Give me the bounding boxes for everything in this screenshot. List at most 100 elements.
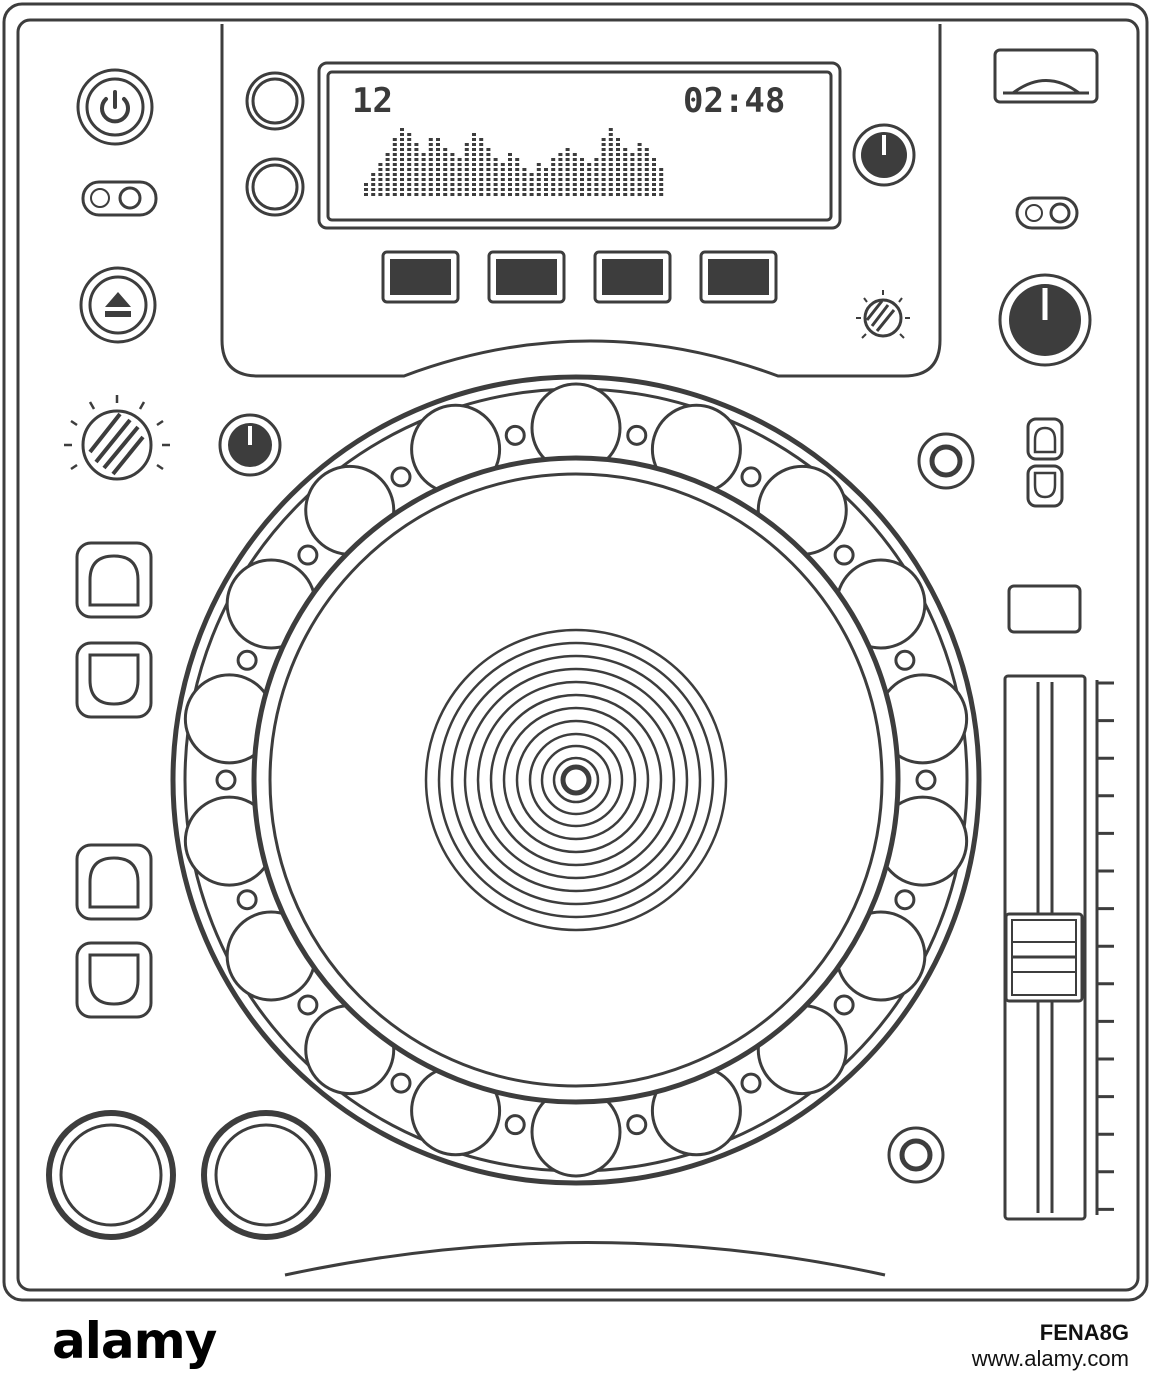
level-meter-segment <box>428 178 433 181</box>
level-meter-segment <box>601 178 606 181</box>
level-meter-segment <box>464 193 469 196</box>
level-meter-segment <box>493 178 498 181</box>
jog-dot <box>626 424 648 446</box>
level-meter-segment <box>486 173 491 176</box>
level-meter-segment <box>601 163 606 166</box>
level-meter-segment <box>565 168 570 171</box>
level-meter-segment <box>428 153 433 156</box>
level-meter-segment <box>522 183 527 186</box>
level-meter-segment <box>486 158 491 161</box>
level-meter-segment <box>623 163 628 166</box>
level-meter-segment <box>608 128 613 131</box>
tempo-range-knob[interactable] <box>998 273 1092 367</box>
level-meter-segment <box>450 168 455 171</box>
level-meter-segment <box>479 138 484 141</box>
player-body-outer <box>2 2 1149 1302</box>
small-button-down[interactable] <box>1026 464 1064 508</box>
level-meter-segment <box>479 158 484 161</box>
level-meter-segment <box>486 168 491 171</box>
level-meter-segment <box>436 188 440 191</box>
jog-adjust-knob[interactable] <box>218 413 282 477</box>
play-button-up[interactable] <box>75 843 153 921</box>
level-meter-segment <box>378 183 383 186</box>
play-button-down[interactable] <box>75 941 153 1019</box>
level-meter-segment <box>565 148 570 151</box>
jog-wheel[interactable] <box>170 374 982 1186</box>
level-meter-segment <box>637 168 642 171</box>
level-meter-segment <box>572 183 577 186</box>
level-meter-segment <box>565 173 570 176</box>
level-meter-segment <box>450 178 455 181</box>
level-meter-segment <box>400 128 404 131</box>
level-meter-segment <box>630 158 635 161</box>
player-body-inner <box>16 18 1140 1292</box>
level-meter-segment <box>587 163 592 166</box>
level-meter-segment <box>536 188 541 191</box>
level-meter-segment <box>500 193 505 196</box>
right-small-buttons <box>1026 417 1064 508</box>
eject-button[interactable] <box>79 266 157 344</box>
level-meter-segment <box>580 158 584 161</box>
level-meter-segment <box>508 173 512 176</box>
level-meter-segment <box>601 173 606 176</box>
level-meter-segment <box>587 183 592 186</box>
level-meter-segment <box>400 148 404 151</box>
cue-button-up[interactable] <box>75 541 153 619</box>
level-meter-segment <box>608 138 613 141</box>
big-round-button-left[interactable] <box>46 1110 176 1240</box>
level-meter-segment <box>544 183 548 186</box>
level-meter-segment <box>515 163 520 166</box>
small-button-up[interactable] <box>1026 417 1064 461</box>
level-meter-segment <box>364 193 368 196</box>
level-meter-segment <box>378 168 383 171</box>
level-meter-segment <box>608 148 613 151</box>
level-meter-segment <box>392 178 397 181</box>
level-meter-segment <box>536 168 541 171</box>
jog-center-ring <box>502 706 650 854</box>
left-toggle-switch[interactable] <box>81 180 158 217</box>
tempo-reset-button[interactable] <box>1007 584 1082 634</box>
cue-button-down[interactable] <box>75 641 153 719</box>
level-meter-segment <box>522 168 527 171</box>
level-meter-segment <box>580 168 584 171</box>
jog-center-rings <box>424 628 728 932</box>
jog-spindle <box>560 764 592 796</box>
level-meter-segment <box>558 178 563 181</box>
lcd-side-button-top[interactable] <box>245 71 305 131</box>
right-jack-bottom[interactable] <box>887 1126 945 1184</box>
display-panel <box>220 24 942 378</box>
level-meter-segment <box>580 188 584 191</box>
level-meter-segment <box>472 193 476 196</box>
level-meter-segment <box>479 183 484 186</box>
level-meter-segment <box>623 183 628 186</box>
level-meter-segment <box>544 173 548 176</box>
level-meter-segment <box>630 173 635 176</box>
level-meter-segment <box>400 133 404 136</box>
level-meter-segment <box>630 183 635 186</box>
level-meter-segment <box>450 163 455 166</box>
right-jack-top[interactable] <box>917 432 975 490</box>
level-meter-segment <box>479 163 484 166</box>
level-meter-segment <box>572 178 577 181</box>
pitch-fader-handle[interactable] <box>1004 912 1084 1003</box>
hatched-trim-knob-left[interactable] <box>64 395 170 481</box>
hatched-trim-knob-small[interactable] <box>856 290 910 339</box>
lcd-side-button-bottom[interactable] <box>245 157 305 217</box>
level-meter-segment <box>400 138 404 141</box>
level-meter-segment <box>400 183 404 186</box>
level-meter-segment <box>443 178 448 181</box>
level-meter-segment <box>616 153 620 156</box>
right-toggle-switch[interactable] <box>1015 196 1079 230</box>
power-button[interactable] <box>76 68 154 146</box>
level-meter-segment <box>392 168 397 171</box>
level-meter-segment <box>457 178 462 181</box>
level-meter-segment <box>616 188 620 191</box>
top-right-slot-button[interactable] <box>993 48 1099 104</box>
level-meter-segment <box>616 163 620 166</box>
display-knob[interactable] <box>852 123 916 187</box>
level-meter-segment <box>443 163 448 166</box>
big-round-button-right[interactable] <box>201 1110 331 1240</box>
level-meter-segment <box>407 153 412 156</box>
level-meter-segment <box>536 193 541 196</box>
